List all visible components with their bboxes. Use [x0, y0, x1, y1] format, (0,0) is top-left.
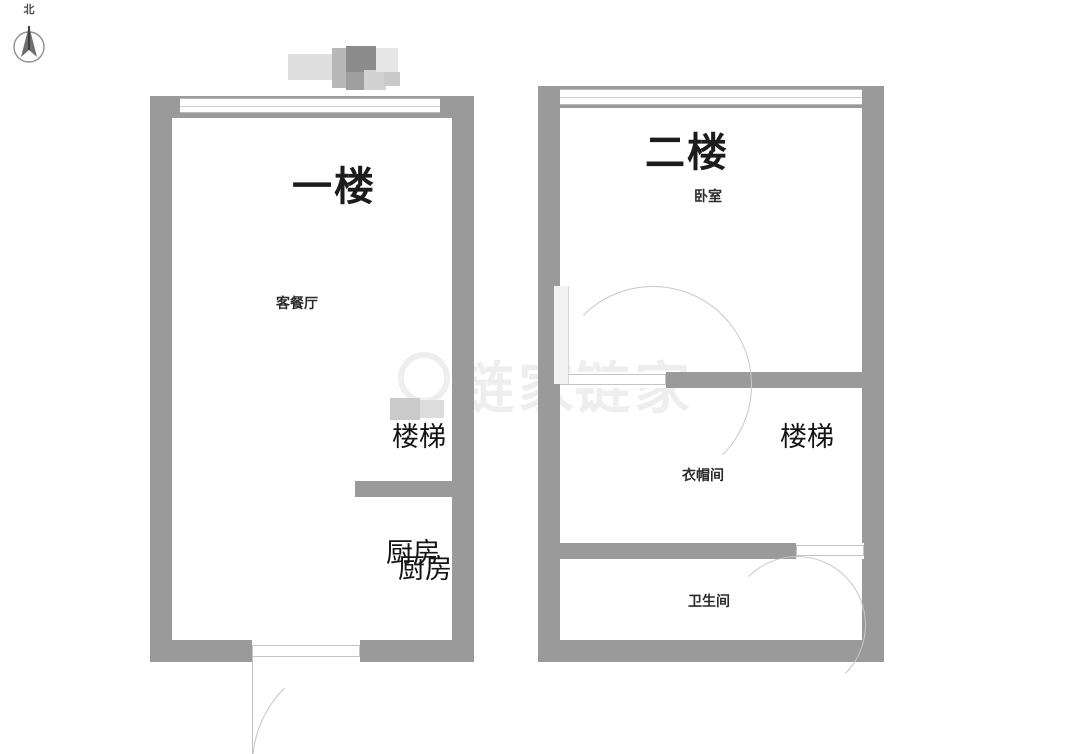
- room-label-stair-f2: 楼梯: [780, 422, 834, 453]
- room-label-living-f1: 客餐厅: [276, 296, 318, 312]
- wall-exterior-right-f1: [452, 96, 474, 662]
- window-top-f1: [180, 98, 440, 113]
- door-leaf-bedroom-f2: [554, 286, 569, 384]
- door-panel-entry-f1: [252, 645, 360, 657]
- north-arrow-icon: [13, 26, 45, 63]
- room-label-bedroom-f2: 卧室: [694, 189, 722, 205]
- door-panel-bathroom-f2: [796, 545, 864, 556]
- compass-rose: 北: [6, 4, 52, 70]
- redacted-block-stair-f1: [390, 398, 444, 420]
- compass-north-label: 北: [23, 3, 35, 16]
- door-swing-arc-entry-f1: [252, 656, 470, 754]
- room-label-stair-f1: 楼梯: [392, 422, 446, 453]
- room-label-kitchen-f1-b: 厨房: [398, 554, 452, 585]
- wall-exterior-left-f2: [538, 86, 560, 662]
- floor-one-title: 一楼: [292, 164, 376, 210]
- room-label-kitchen-f1-a: 厨房: [386, 538, 440, 569]
- door-swing-arc-bedroom-f2: [554, 286, 752, 484]
- window-top-f2: [560, 89, 862, 105]
- watermark-logo-icon: [398, 352, 450, 404]
- room-label-closet-f2: 衣帽间: [682, 468, 724, 484]
- wall-partition-stair-kitchen-f1: [355, 481, 454, 497]
- wall-partition-closet-bath-f2: [560, 543, 800, 559]
- door-leaf-entry-f1: [252, 656, 253, 754]
- door-swing-arc-bathroom-f2: [728, 556, 866, 694]
- redacted-block-top: [288, 46, 406, 90]
- wall-exterior-left-f1: [150, 96, 172, 662]
- floor-two-title: 二楼: [645, 130, 729, 176]
- room-label-bathroom-f2: 卫生间: [688, 594, 730, 610]
